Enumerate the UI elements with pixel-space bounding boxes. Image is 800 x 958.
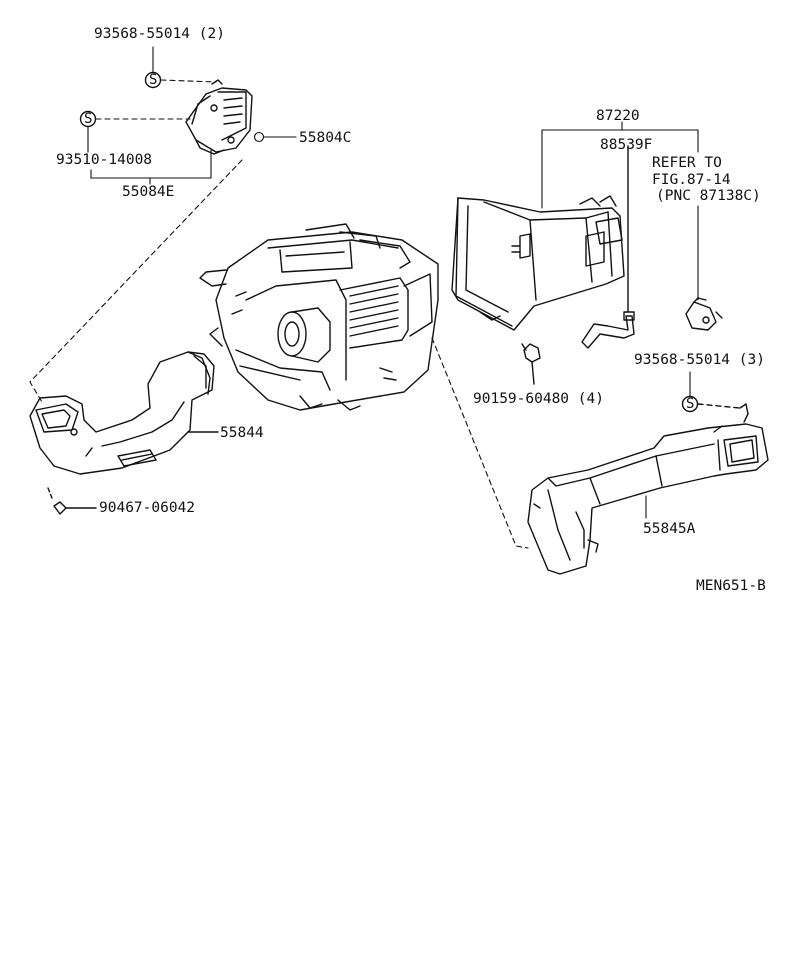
screw-symbol-3: S — [686, 396, 695, 412]
label-refer-line-2: FIG.87-14 — [652, 172, 731, 188]
label-part-90159-60480: 90159-60480 (4) — [473, 391, 604, 407]
screw-symbol-2: S — [84, 111, 93, 127]
screw-90159 — [521, 343, 541, 385]
label-part-55084e: 55084E — [122, 184, 175, 200]
label-part-55804c: 55804C — [299, 130, 352, 146]
label-refer-line-3: (PNC 87138C) — [656, 188, 761, 204]
label-part-87220: 87220 — [596, 108, 640, 124]
label-part-55844: 55844 — [220, 425, 264, 441]
label-part-88539f: 88539F — [600, 137, 653, 153]
duct-housing-88539f — [451, 145, 635, 349]
duct-cover-55084e — [185, 79, 253, 155]
screw-symbol-1: S — [149, 72, 158, 88]
duct-55844 — [29, 351, 219, 515]
label-part-93568-55014-2: 93568-55014 (2) — [94, 26, 225, 42]
label-refer-line-1: REFER TO — [652, 155, 722, 171]
leaders-top-left — [29, 46, 297, 403]
label-part-55845a: 55845A — [643, 521, 696, 537]
leader-55845a-dashed — [431, 337, 529, 549]
clip-87138c — [685, 297, 723, 331]
label-diagram-id: MEN651-B — [696, 578, 766, 594]
duct-55845a — [527, 403, 769, 575]
leaders-misc — [645, 371, 691, 519]
label-part-93568-55014-3: 93568-55014 (3) — [634, 352, 765, 368]
label-part-90467-06042: 90467-06042 — [99, 500, 196, 516]
leaders-87220 — [541, 121, 699, 301]
heater-unit — [199, 223, 439, 411]
label-part-93510-14008: 93510-14008 — [56, 152, 153, 168]
